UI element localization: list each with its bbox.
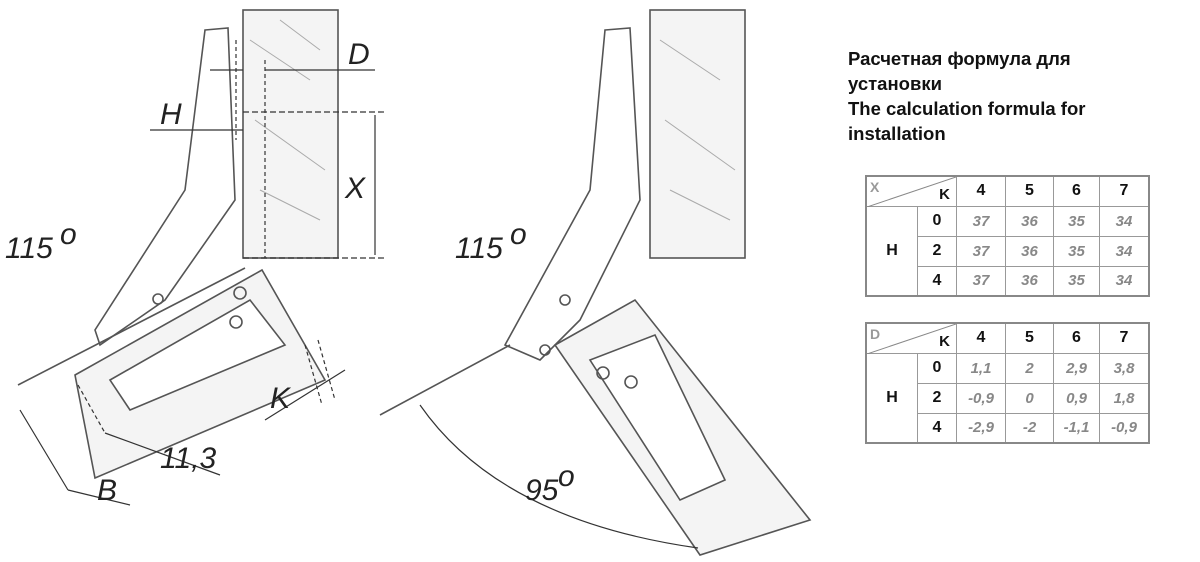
table-cell: -0,9 — [956, 382, 1006, 414]
table-cell: 34 — [1099, 235, 1150, 267]
angle-right-label: 115 — [455, 232, 503, 265]
table-cell: 2,9 — [1053, 352, 1100, 384]
table-cell: 2 — [1005, 352, 1054, 384]
table-cell: 0,9 — [1053, 382, 1100, 414]
table-cell: -0,9 — [1099, 412, 1150, 444]
row-header: 4 — [916, 265, 958, 297]
column-header: 6 — [1053, 175, 1100, 207]
table-cell: -1,1 — [1053, 412, 1100, 444]
table-cell: 37 — [956, 265, 1006, 297]
dimension-d-label: D — [348, 38, 370, 71]
table-cell: 35 — [1053, 265, 1100, 297]
table-cell: -2,9 — [956, 412, 1006, 444]
column-axis-label: K — [939, 185, 950, 203]
row-header: 0 — [916, 352, 958, 384]
title-line: The calculation formula for — [848, 98, 1086, 119]
column-header: 5 — [1005, 322, 1054, 354]
column-header: 4 — [956, 322, 1006, 354]
row-axis-label: H — [865, 352, 918, 444]
table-cell: 1,1 — [956, 352, 1006, 384]
column-header: 5 — [1005, 175, 1054, 207]
row-header: 2 — [916, 382, 958, 414]
column-header: 7 — [1099, 322, 1150, 354]
corner-label: X — [870, 179, 880, 195]
column-header: 7 — [1099, 175, 1150, 207]
degree-sign: o — [510, 218, 527, 251]
title-line: installation — [848, 123, 946, 144]
column-header: 4 — [956, 175, 1006, 207]
row-header: 4 — [916, 412, 958, 444]
dimension-b-label: B — [97, 474, 117, 507]
column-header: 6 — [1053, 322, 1100, 354]
table-cell: -2 — [1005, 412, 1054, 444]
left-cabinet-panel — [242, 9, 339, 259]
degree-sign: o — [60, 218, 77, 251]
column-axis-label: K — [939, 332, 950, 350]
table-cell: 1,8 — [1099, 382, 1150, 414]
table-cell: 34 — [1099, 265, 1150, 297]
angle-left-label: 115 — [5, 232, 53, 265]
table-corner-cell: D K — [865, 322, 957, 354]
table-cell: 36 — [1005, 265, 1054, 297]
table-cell: 35 — [1053, 235, 1100, 267]
corner-label: D — [870, 326, 881, 342]
left-hinge-arm — [94, 27, 236, 347]
hinge-diagram: D H X K 11,3 B 115 o 115 o 95 o — [5, 9, 812, 556]
table-cell: 34 — [1099, 205, 1150, 237]
degree-sign: o — [558, 460, 575, 493]
table-cell: 37 — [956, 235, 1006, 267]
dimension-h-label: H — [160, 98, 182, 131]
dimension-k-label: K — [270, 382, 292, 415]
formula-title: Расчетная формула для установки The calc… — [848, 46, 1188, 146]
row-header: 0 — [916, 205, 958, 237]
row-axis-label: H — [865, 205, 918, 297]
title-line: установки — [848, 73, 942, 94]
table-cell: 0 — [1005, 382, 1054, 414]
right-hinge-arm — [503, 27, 641, 361]
table-cell: 36 — [1005, 205, 1054, 237]
table-corner-cell: X K — [865, 175, 957, 207]
table-cell: 37 — [956, 205, 1006, 237]
right-cabinet-panel — [649, 9, 746, 259]
row-header: 2 — [916, 235, 958, 267]
table-cell: 3,8 — [1099, 352, 1150, 384]
angle-open-label: 95 — [525, 474, 559, 507]
dimension-x-label: X — [344, 172, 366, 205]
title-line: Расчетная формула для — [848, 48, 1071, 69]
dimension-offset-label: 11,3 — [160, 442, 216, 475]
table-cell: 36 — [1005, 235, 1054, 267]
table-cell: 35 — [1053, 205, 1100, 237]
